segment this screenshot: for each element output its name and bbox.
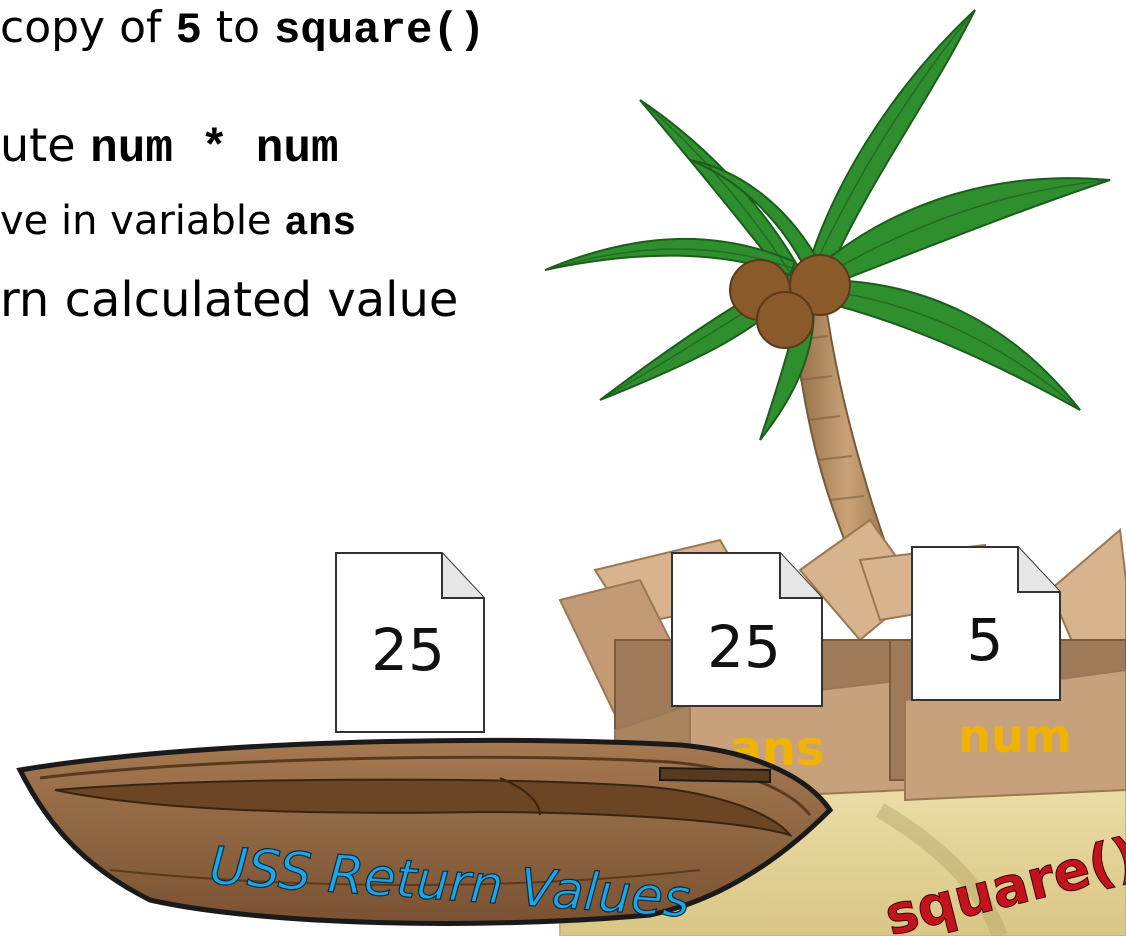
bullet-compute: ute num * num (0, 118, 339, 175)
bullet-text: ve in variable (0, 198, 285, 244)
coconuts (729, 254, 851, 349)
bullet-text: ute (0, 118, 91, 172)
bullet-return-value: rn calculated value (0, 272, 458, 328)
code-square: square() (274, 6, 486, 56)
bullet-text: copy of (0, 2, 176, 53)
code-ans: ans (284, 202, 357, 247)
bullet-text: rn calculated value (0, 272, 459, 328)
bullet-copy-to-square: copy of 5 to square() (0, 2, 485, 56)
paper-boat: 25 (335, 552, 485, 733)
paper-boat-value: 25 (371, 616, 445, 684)
label-num: num (958, 709, 1071, 763)
paper-num: 5 (911, 546, 1061, 701)
code-five: 5 (175, 6, 202, 56)
paper-ans-value: 25 (707, 613, 781, 681)
bullet-text: to (201, 2, 275, 53)
bullet-save-variable: ve in variable ans (0, 198, 356, 247)
paper-ans: 25 (671, 552, 823, 707)
boat (16, 737, 834, 926)
paper-num-value: 5 (967, 606, 1004, 674)
code-num-times-num: num * num (90, 123, 339, 175)
